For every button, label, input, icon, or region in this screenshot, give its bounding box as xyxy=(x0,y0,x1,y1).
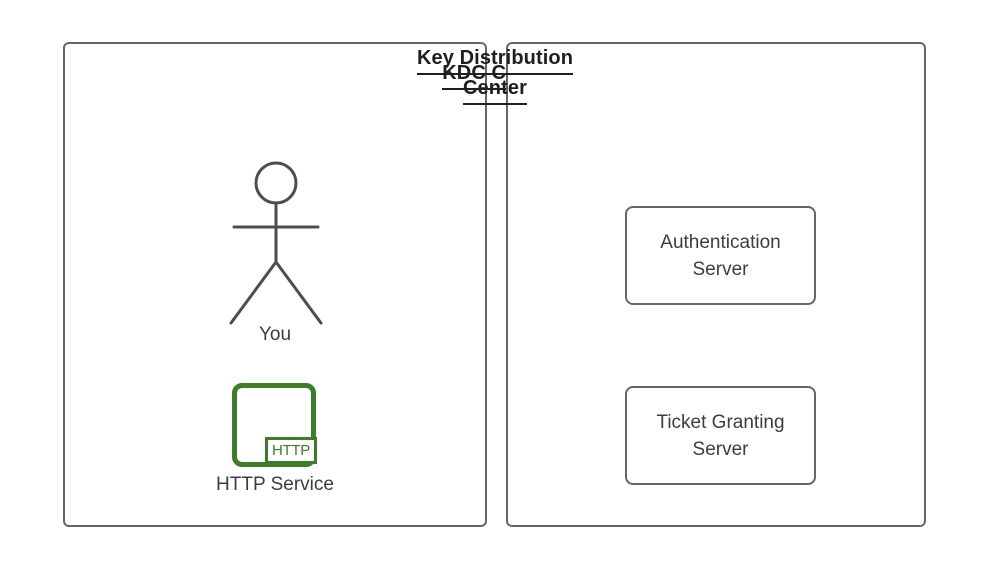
stick-figure-leg-right xyxy=(274,260,323,325)
http-service-label: HTTP Service xyxy=(216,474,334,495)
ticket-granting-server-label-line1: Ticket Granting xyxy=(656,411,785,433)
panel-kdc-title-line1: Key Distribution xyxy=(416,45,574,75)
http-service-icon-frame xyxy=(232,383,316,467)
ticket-granting-server-label-line2: Server xyxy=(692,438,749,460)
ticket-granting-server-label: Ticket Granting Server xyxy=(646,409,794,463)
http-service-icon[interactable]: HTTP xyxy=(232,383,317,467)
stick-figure-leg-left xyxy=(229,260,278,325)
authentication-server-label-line2: Server xyxy=(692,258,749,280)
http-service-badge-label: HTTP xyxy=(272,442,310,459)
stick-figure-icon xyxy=(229,161,323,325)
panel-kdc-title-line2: Center xyxy=(463,75,527,105)
authentication-server-label-line1: Authentication xyxy=(660,231,781,253)
authentication-server-label: Authentication Server xyxy=(650,229,790,283)
stick-figure-head xyxy=(254,161,298,205)
actor-you-label: You xyxy=(258,324,292,345)
http-service-icon-badge: HTTP xyxy=(265,437,317,464)
panel-kdc-title: Key Distribution Center xyxy=(0,45,990,105)
ticket-granting-server-box[interactable]: Ticket Granting Server xyxy=(625,386,816,485)
authentication-server-box[interactable]: Authentication Server xyxy=(625,206,816,305)
actor-you-figure xyxy=(213,155,338,355)
